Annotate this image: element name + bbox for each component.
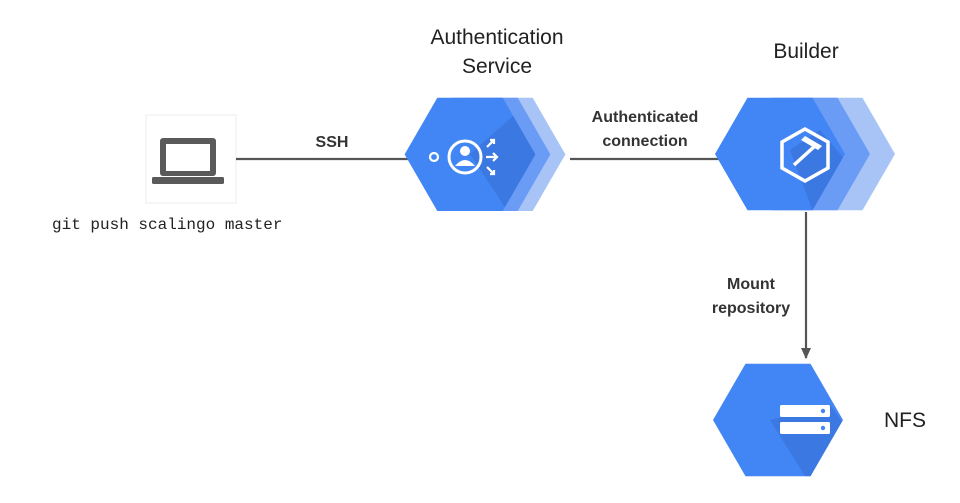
authenticated-label-line1: Authenticated [592, 109, 699, 126]
builder-node: Builder [715, 40, 895, 211]
mount-label-line1: Mount [727, 276, 776, 293]
ssh-label: SSH [316, 134, 349, 151]
mount-label-line2: repository [712, 300, 790, 317]
auth-service-label-line1: Authentication [430, 26, 563, 49]
builder-label: Builder [773, 40, 838, 63]
identity-aware-proxy-icon [428, 138, 499, 176]
filestore-icon [780, 405, 830, 434]
nfs-label: NFS [884, 409, 926, 432]
authenticated-label-line2: connection [602, 133, 687, 150]
auth-hex-front [404, 97, 536, 211]
builder-hex-front [715, 97, 845, 211]
client-node: git push scalingo master [52, 114, 282, 234]
auth-service-label-line2: Service [462, 55, 532, 78]
client-command: git push scalingo master [52, 216, 282, 234]
cloud-build-icon [780, 126, 830, 184]
edge-authenticated-connection: Authenticated connection [570, 109, 736, 164]
edge-ssh: SSH [236, 134, 426, 164]
laptop-icon [152, 138, 224, 184]
nfs-node: NFS [713, 363, 926, 477]
nfs-hex [713, 363, 843, 477]
edge-mount-repository: Mount repository [712, 212, 811, 359]
auth-service-node: Authentication Service [404, 26, 566, 211]
